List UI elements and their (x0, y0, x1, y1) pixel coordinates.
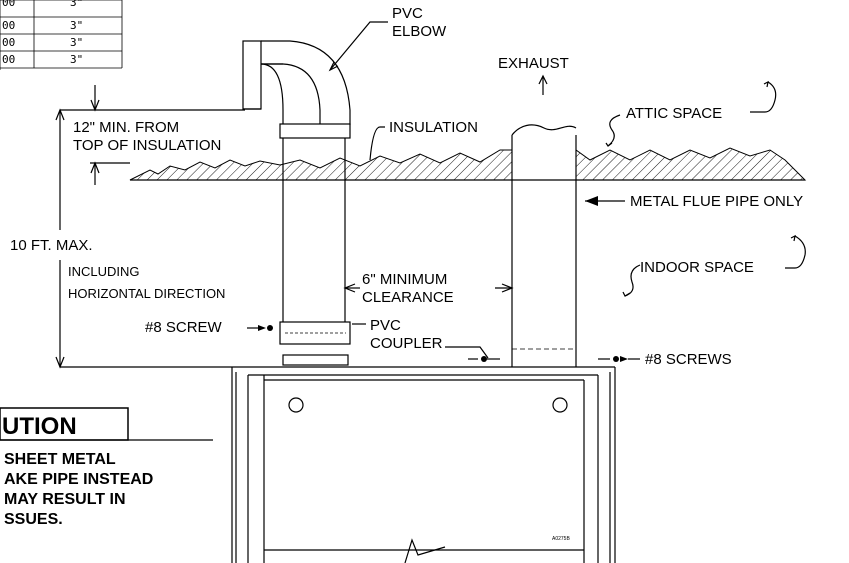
screw-icon (247, 325, 273, 331)
screw-icon (468, 356, 500, 362)
table-cell: 00 (2, 19, 15, 32)
caution-heading: UTION (2, 413, 77, 440)
part-number: A0275B (552, 536, 570, 542)
label-pvc-coupler: COUPLER (370, 335, 443, 352)
leader-line (369, 126, 385, 161)
label-metal-flue-pipe: METAL FLUE PIPE ONLY (630, 193, 803, 210)
metal-flue-pipe (511, 124, 577, 367)
table-cell: 00 (2, 0, 15, 9)
squiggle-arrow-icon (785, 235, 806, 269)
label-indoor-space: INDOOR SPACE (640, 259, 754, 276)
label-clearance: 6" MINIMUM (362, 271, 447, 288)
label-insulation: INSULATION (389, 119, 478, 136)
screw-icon (598, 356, 640, 362)
leader-line (445, 346, 489, 359)
label-clearance: CLEARANCE (362, 289, 454, 306)
label-pvc-elbow: PVC (392, 5, 423, 22)
table-cell: 3" (70, 53, 83, 66)
mounting-hole (288, 397, 304, 413)
label-screws: #8 SCREWS (645, 351, 732, 368)
caution-text: MAY RESULT IN (4, 491, 126, 508)
caution-text: SSUES. (4, 511, 63, 528)
label-including: HORIZONTAL DIRECTION (68, 286, 225, 301)
squiggle-arrow-icon (607, 114, 621, 147)
leader-line (329, 21, 388, 71)
caution-text: SHEET METAL (4, 451, 116, 468)
label-10ft-max: 10 FT. MAX. (10, 237, 93, 254)
pvc-elbow (242, 40, 351, 139)
caution-notice: UTION SHEET METAL AKE PIPE INSTEAD MAY R… (0, 407, 213, 528)
table-cell: 3" (70, 36, 83, 49)
mounting-hole (552, 397, 568, 413)
caution-text: AKE PIPE INSTEAD (4, 471, 153, 488)
table-cell: 3" (70, 0, 83, 9)
label-min-from-top: 12" MIN. FROM (73, 119, 179, 136)
squiggle-arrow-icon (624, 264, 641, 297)
label-exhaust: EXHAUST (498, 55, 569, 72)
label-screw: #8 SCREW (145, 319, 223, 336)
label-including: INCLUDING (68, 264, 140, 279)
table-cell: 00 (2, 53, 15, 66)
pvc-intake-pipe (279, 138, 351, 366)
label-pvc-coupler: PVC (370, 317, 401, 334)
dimension-clearance (343, 283, 514, 293)
table-cell: 00 (2, 36, 15, 49)
dimension-10ft (55, 108, 245, 369)
insulation-layer (129, 147, 807, 181)
table-cell: 3" (70, 19, 83, 32)
spec-table: 00 3" 00 3" 00 3" 00 3" (0, 0, 123, 70)
label-min-from-top: TOP OF INSULATION (73, 137, 221, 154)
furnace-cabinet: A0275B (231, 366, 616, 563)
label-attic-space: ATTIC SPACE (626, 105, 722, 122)
label-pvc-elbow: ELBOW (392, 23, 447, 40)
dimension-12in (90, 85, 130, 185)
squiggle-arrow-icon (750, 81, 777, 113)
